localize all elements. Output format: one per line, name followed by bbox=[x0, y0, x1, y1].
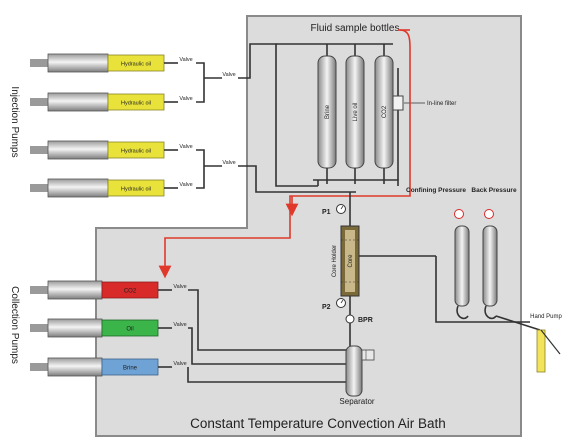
bottle-2: Live oil bbox=[345, 44, 365, 184]
collection-piping bbox=[187, 289, 350, 383]
injection-pump-3: Hydraulic oil Valve bbox=[30, 140, 193, 160]
fluid-label: Hydraulic oil bbox=[121, 187, 151, 193]
confining-label: Confining Pressure bbox=[406, 187, 466, 194]
back-pressure-cylinder: Back Pressure bbox=[471, 187, 517, 320]
injection-pump-4: Hydraulic oil Valve bbox=[30, 178, 193, 198]
bottle-3: CO2 bbox=[374, 44, 394, 184]
bottle-1: Brine bbox=[317, 44, 337, 184]
pressure-gauge-1: P1 bbox=[322, 204, 346, 216]
hand-pump: Hand Pump bbox=[530, 314, 563, 373]
fluid-label: Oil bbox=[126, 327, 133, 333]
bottle-label: Brine bbox=[325, 104, 331, 119]
bpr-label: BPR bbox=[358, 317, 373, 324]
back-pressure-label: Back Pressure bbox=[471, 187, 517, 194]
fluid-label: Hydraulic oil bbox=[121, 62, 151, 68]
merge-valve-2: Valve bbox=[222, 160, 235, 166]
separator: Separator bbox=[339, 345, 375, 406]
merge-valve-1: Valve bbox=[222, 72, 235, 78]
injection-pump-2: Hydraulic oil Valve bbox=[30, 92, 193, 112]
injection-pumps-label: Injection Pumps bbox=[9, 86, 20, 157]
air-bath-enclosure bbox=[95, 15, 522, 437]
red-flow-path bbox=[158, 29, 411, 279]
injection-pump-1: Hydraulic oil Valve bbox=[30, 53, 193, 73]
collection-pumps-label: Collection Pumps bbox=[9, 286, 20, 364]
valve-label: Valve bbox=[173, 361, 186, 367]
confining-pressure-cylinder: Confining Pressure bbox=[406, 187, 470, 320]
gauge-label: P2 bbox=[322, 304, 331, 311]
pressure-gauge-2: P2 bbox=[322, 298, 346, 311]
gauge-label: P1 bbox=[322, 209, 331, 216]
inline-filter: In-line filter bbox=[392, 68, 456, 180]
valve-label: Valve bbox=[179, 182, 192, 188]
fluid-label: CO2 bbox=[124, 289, 137, 295]
bottle-label: CO2 bbox=[382, 105, 388, 118]
hand-pump-label: Hand Pump bbox=[530, 314, 562, 320]
core-holder: Core Holder Core bbox=[332, 225, 360, 297]
valve-label: Valve bbox=[179, 144, 192, 150]
air-bath-title: Constant Temperature Convection Air Bath bbox=[190, 416, 446, 431]
fluid-label: Hydraulic oil bbox=[121, 149, 151, 155]
valve-label: Valve bbox=[173, 322, 186, 328]
valve-label: Valve bbox=[179, 96, 192, 102]
core-label: Core bbox=[348, 254, 354, 268]
injection-manifold: Valve Valve bbox=[196, 43, 356, 193]
valve-label: Valve bbox=[179, 57, 192, 63]
back-pressure-regulator: BPR bbox=[345, 314, 373, 324]
fluid-label: Brine bbox=[123, 366, 138, 372]
bottles-title: Fluid sample bottles bbox=[311, 23, 400, 34]
filter-label: In-line filter bbox=[427, 101, 456, 107]
collection-pump-3: Brine Valve bbox=[30, 357, 187, 377]
separator-label: Separator bbox=[339, 397, 374, 406]
fluid-label: Hydraulic oil bbox=[121, 101, 151, 107]
collection-pump-1: CO2 Valve bbox=[30, 280, 187, 300]
valve-label: Valve bbox=[173, 284, 186, 290]
core-holder-label: Core Holder bbox=[332, 245, 338, 277]
bottle-label: Live oil bbox=[353, 103, 359, 122]
collection-pump-2: Oil Valve bbox=[30, 318, 187, 338]
